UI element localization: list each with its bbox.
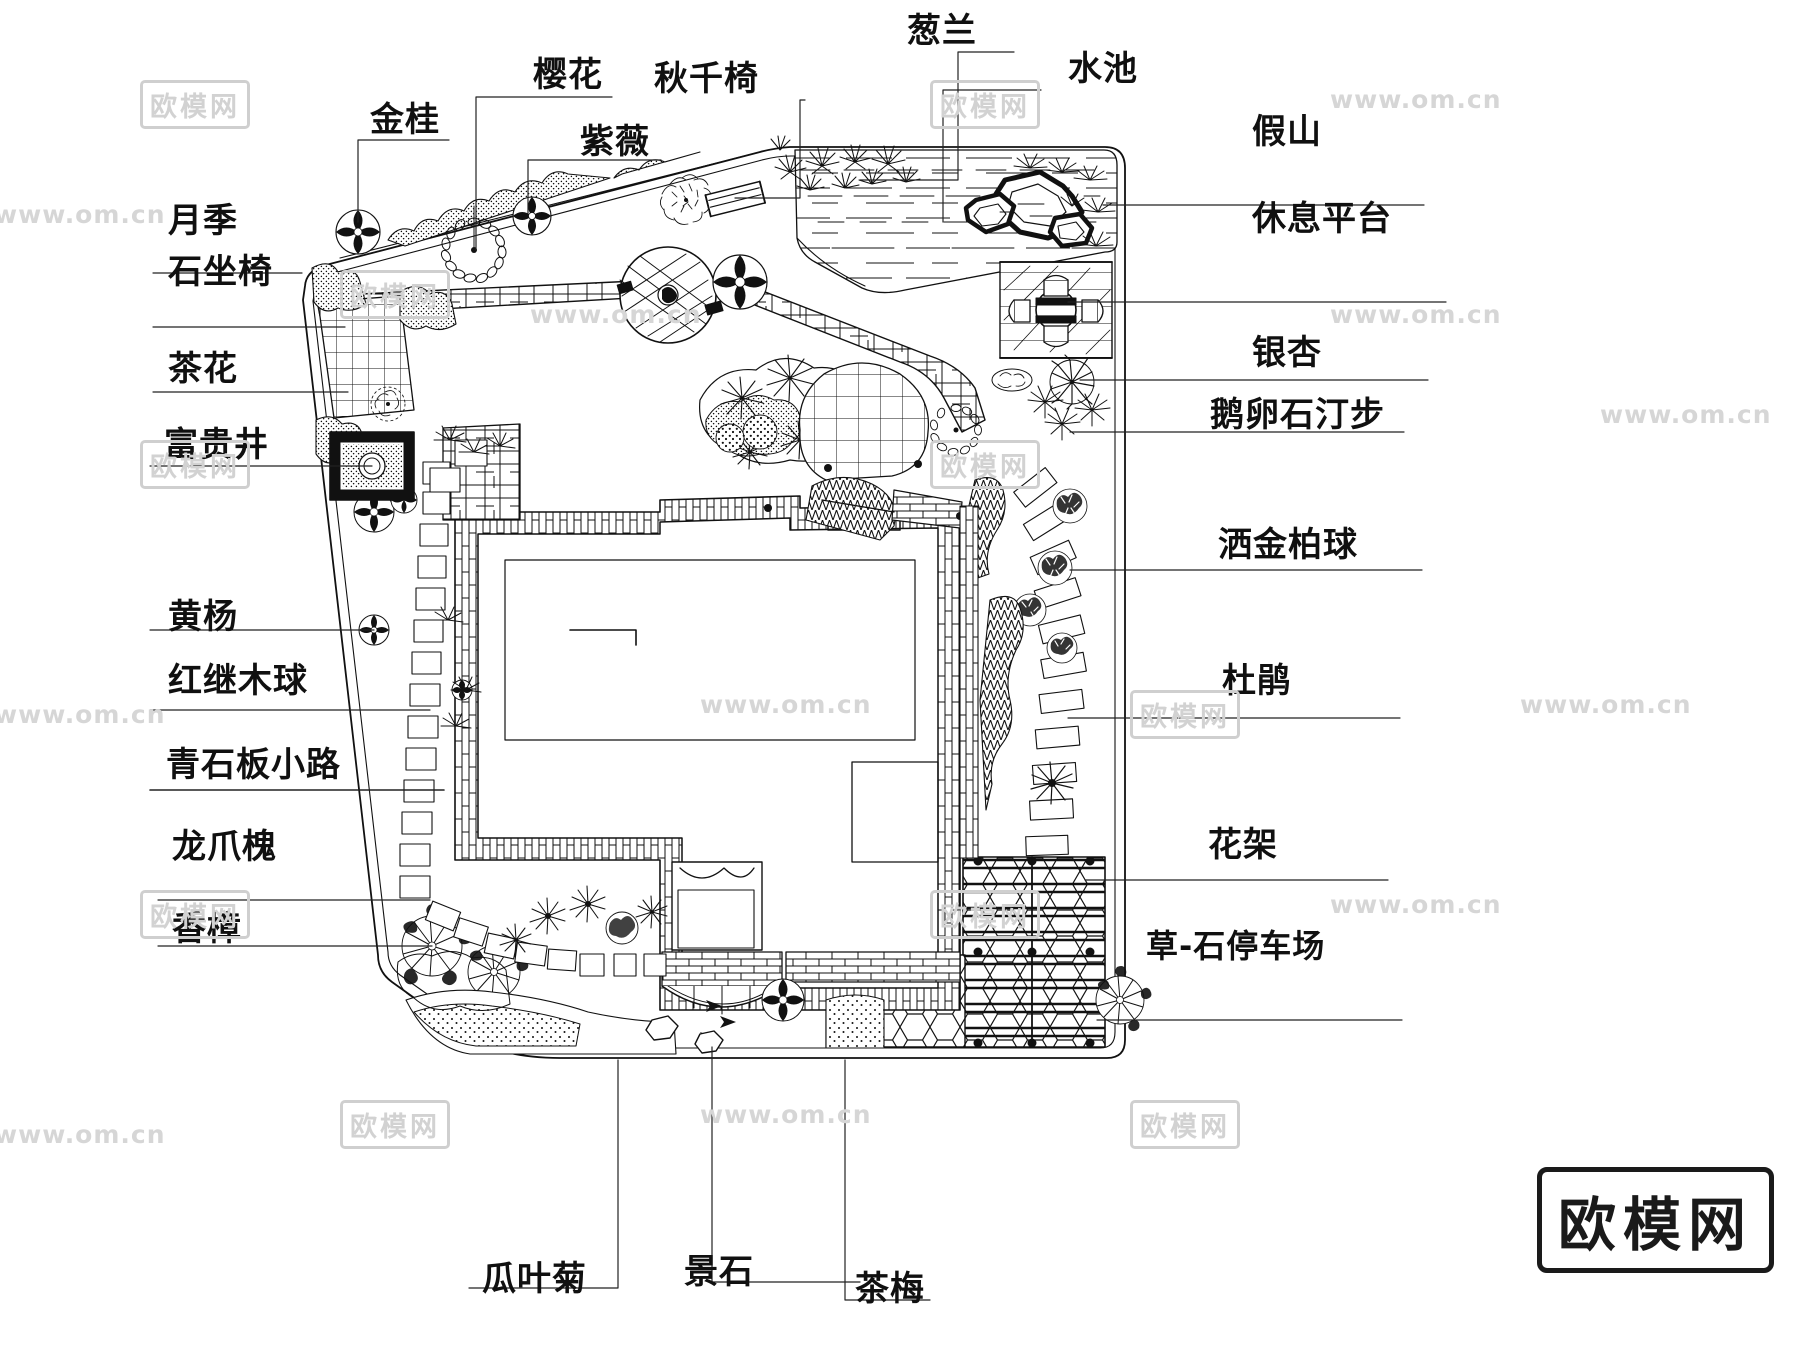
label-jingshi: 景石 — [684, 1252, 754, 1292]
label-jingui: 金桂 — [370, 100, 440, 140]
conglan-grass-cluster — [770, 135, 921, 191]
label-yueji: 月季 — [168, 201, 238, 241]
label-huajia: 花架 — [1208, 825, 1278, 865]
ne-shrub-mass — [764, 362, 964, 541]
label-caoshitingchechang: 草-石停车场 — [1146, 927, 1326, 965]
west-shrub-border — [396, 951, 511, 1011]
sw-planting-bed — [405, 885, 736, 1055]
label-chahua: 茶花 — [168, 349, 238, 389]
brand-watermark: 欧模网 — [1536, 1167, 1774, 1273]
label-chamei: 茶梅 — [855, 1269, 925, 1309]
swing-chair-symbol — [704, 180, 766, 218]
camphor-tree-symbol-3 — [1095, 966, 1152, 1032]
label-xiangzhang: 香樟 — [172, 909, 242, 949]
label-longzhuahuai: 龙爪槐 — [172, 827, 277, 867]
label-huangyang: 黄杨 — [168, 597, 238, 637]
label-guayeju: 瓜叶菊 — [482, 1259, 587, 1299]
label-jiashan: 假山 — [1252, 112, 1322, 152]
main-building — [454, 495, 961, 1011]
north-lawn-shrub-border — [339, 151, 761, 259]
rest-platform — [999, 261, 1113, 359]
cherry-tree-symbol — [440, 205, 507, 284]
agave-accent — [1030, 761, 1074, 805]
label-qingshibanxiaolu: 青石板小路 — [166, 745, 341, 785]
label-xiuxipingtai: 休息平台 — [1252, 199, 1392, 239]
south-terrace — [661, 951, 961, 1015]
rockery — [963, 169, 1095, 249]
camellia-symbol — [370, 386, 406, 422]
label-fuguijing: 富贵井 — [164, 425, 269, 465]
label-ziwei: 紫薇 — [580, 122, 650, 162]
bamboo-east — [1013, 153, 1116, 247]
boxwood-cluster — [432, 425, 516, 729]
circular-paving-disk — [616, 246, 724, 344]
se-brick-strip — [959, 505, 979, 859]
sajin-cypress-balls — [1013, 488, 1088, 664]
label-yinghua: 樱花 — [533, 55, 603, 95]
label-shizuoyi: 石坐椅 — [168, 252, 273, 292]
label-hongjimuqiu: 红继木球 — [168, 661, 308, 701]
label-dujuan: 杜鹃 — [1222, 661, 1292, 701]
leader-lines — [149, 51, 1447, 1301]
pebble-stepping-stones — [1013, 467, 1087, 922]
label-conglan: 葱兰 — [907, 11, 977, 51]
camphor-tree-symbol-2 — [467, 935, 529, 1006]
ginkgo-cluster — [1027, 354, 1111, 441]
label-shuichi: 水池 — [1068, 49, 1138, 89]
tree-symbols — [335, 174, 1152, 1032]
stone-slab-walk — [399, 439, 667, 977]
chamei-shrub — [825, 994, 885, 1049]
pebble-oval — [991, 368, 1033, 392]
label-yinxing: 银杏 — [1252, 333, 1322, 373]
scenic-stone-group — [645, 1015, 724, 1054]
crape-myrtle-symbol — [659, 174, 712, 225]
label-sajinbaiqiu: 洒金柏球 — [1218, 525, 1358, 565]
label-qiuqianyi: 秋千椅 — [654, 59, 759, 99]
label-eluanshitingbu: 鹅卵石汀步 — [1210, 395, 1385, 435]
